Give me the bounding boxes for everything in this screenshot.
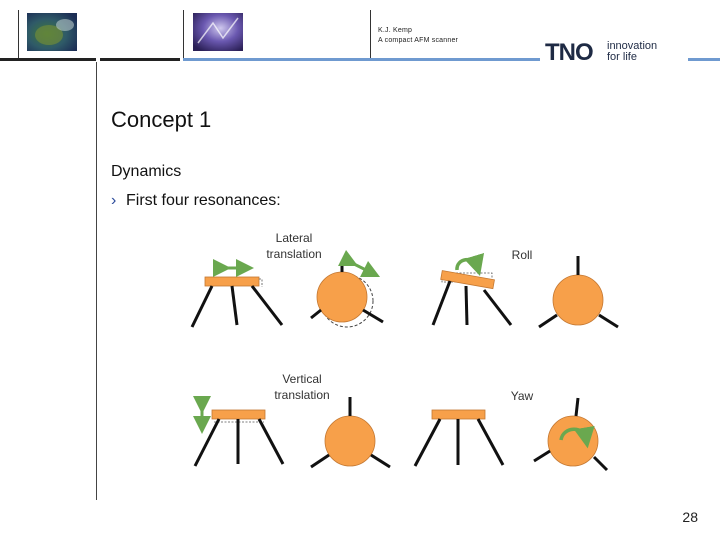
roll-rotation-arrow-icon [455,252,485,277]
header-rule-right [688,58,720,61]
brand-logo: TNO innovation for life [545,40,695,70]
brand-tagline-line1: innovation [607,40,658,52]
header-divider-2 [183,10,184,60]
header-divider-1 [18,10,19,60]
brand-name: TNO [545,39,594,66]
yaw-leg-right [476,418,505,466]
vertical-side-view [193,396,285,467]
label-vertical-line1: Vertical [282,372,322,386]
vertical-leg-left [193,418,221,467]
label-lateral-line2: translation [266,247,322,261]
yaw-side-view [413,409,505,467]
lateral-top-disk [316,271,368,323]
yaw-platform [431,409,486,420]
label-lateral-translation: Lateral translation [254,230,334,262]
roll-leg-left [431,280,452,326]
vertical-top-view [310,397,391,469]
yaw-rotation-arrow-icon [559,425,595,449]
yaw-top-view [533,397,609,472]
yaw-top-leg-2 [533,449,551,463]
lateral-side-view [190,259,284,328]
yaw-leg-left [413,418,442,467]
lateral-top-view [310,249,384,328]
header-rule-blue [183,58,540,61]
lateral-platform [204,276,260,287]
label-vertical-translation: Vertical translation [262,371,342,403]
lateral-leg-right [250,285,284,326]
yaw-top-disk [547,415,599,467]
brand-tagline-line2: for life [607,51,637,63]
bullet-chevron-icon: › [111,192,117,209]
lateral-leg-mid [230,285,239,326]
label-yaw: Yaw [510,389,534,403]
page-number: 28 [682,509,698,525]
vertical-top-disk [324,415,376,467]
header-divider-3 [370,10,371,60]
roll-top-disk [552,274,604,326]
lateral-top-double-arrow-icon [337,249,381,278]
roll-top-leg-2 [538,313,558,329]
brand-tagline: innovation for life [607,41,657,63]
lateral-leg-left [190,285,214,328]
vertical-top-leg-3 [370,453,391,469]
header-rule-mid [100,58,180,61]
header-rule-dark [0,58,96,61]
label-roll: Roll [511,248,533,262]
header-photo-satellite [27,13,77,51]
lateral-rest-outline [259,278,263,287]
label-vertical-line2: translation [274,388,330,402]
left-margin-line [96,62,97,500]
roll-leg-mid [464,285,469,326]
yaw-top-leg-3 [592,455,609,472]
author-name: K.J. Kemp [378,27,413,34]
lateral-top-leg-3 [362,308,384,324]
vertical-leg-right [257,418,285,465]
slide-title: Concept 1 [111,107,212,132]
header-photo-microscopy [193,13,243,51]
roll-leg-right [482,289,513,326]
label-lateral-line1: Lateral [275,231,313,245]
presentation-subject: A compact AFM scanner [378,37,459,44]
author-block: K.J. Kemp A compact AFM scanner [378,26,458,46]
roll-top-view [538,256,619,329]
vertical-top-leg-2 [310,453,330,469]
roll-side-view [431,252,513,326]
slide-subtitle: Dynamics [111,163,182,180]
yaw-top-leg-1 [574,397,580,417]
roll-top-leg-3 [598,313,619,329]
bullet-text: First four resonances: [126,192,281,209]
lateral-top-leg-2 [310,308,322,320]
vertical-platform [211,409,266,420]
